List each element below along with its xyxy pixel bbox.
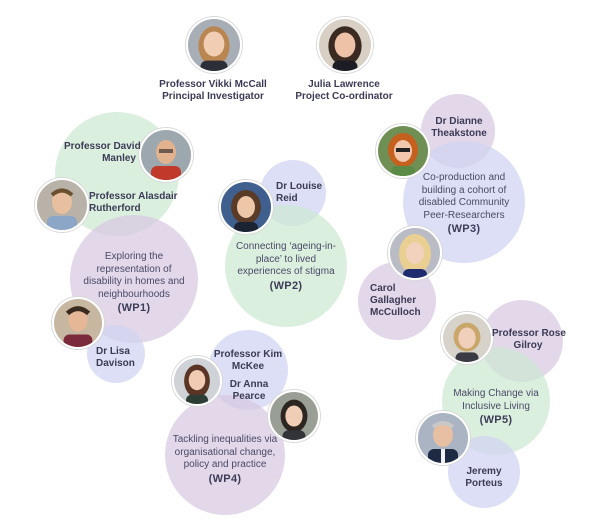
dianne-theakstone-label: Dr Dianne Theakstone [431, 116, 487, 139]
louise-reid-photo [219, 180, 273, 234]
louise-reid-label: Dr Louise Reid [276, 181, 323, 204]
lisa-davison-label: Dr Lisa Davison [96, 346, 135, 369]
wp4-code: (WP4) [208, 472, 242, 485]
anna-pearce-label: Dr Anna Pearce [229, 379, 269, 402]
wp1-code: (WP1) [117, 302, 151, 314]
wp5-description: Making Change via Inclusive Living (WP5) [446, 388, 546, 427]
jeremy-porteus-photo [416, 411, 470, 465]
lisa-davison-photo [52, 297, 104, 349]
wp3-code: (WP3) [447, 223, 481, 235]
rose-gilroy-label: Professor Rose Gilroy [492, 328, 566, 351]
david-manley-label: Professor David Manley [64, 141, 141, 164]
kim-mckee-label: Professor Kim McKee [213, 349, 283, 372]
wp4-circle [165, 395, 285, 515]
vikki-mccall-role: Principal Investigator [162, 91, 264, 102]
jeremy-porteus-label: Jeremy Porteus [465, 466, 503, 489]
rose-gilroy-photo [441, 312, 493, 364]
julia-lawrence-name: Julia Lawrence [308, 79, 380, 90]
wp2-description: Connecting ‘ageing-in- place’ to lived e… [230, 241, 342, 292]
alasdair-rutherford-photo [35, 178, 89, 232]
alasdair-rutherford-label: Professor Alasdair Rutherford [89, 191, 178, 214]
julia-lawrence-role: Project Co-ordinator [295, 91, 393, 102]
carol-gallagher-photo [388, 226, 442, 280]
vikki-mccall-name: Professor Vikki McCall [159, 79, 267, 90]
vikki-mccall-label: Professor Vikki McCall Principal Investi… [152, 79, 274, 103]
wp1-description: Exploring the representation of disabili… [74, 251, 194, 315]
carol-gallagher-label: Carol Gallagher McCulloch [370, 283, 421, 318]
wp4-description: Tackling inequalities via organisational… [167, 434, 283, 485]
julia-lawrence-photo [317, 17, 373, 73]
kim-mckee-photo [172, 356, 222, 406]
wp2-code: (WP2) [269, 279, 303, 292]
wp3-description: Co-production and building a cohort of d… [408, 172, 520, 236]
dianne-theakstone-photo [376, 124, 430, 178]
anna-pearce-photo [268, 390, 320, 442]
david-manley-photo [139, 128, 193, 182]
wp5-code: (WP5) [479, 414, 513, 426]
julia-lawrence-label: Julia Lawrence Project Co-ordinator [283, 79, 405, 103]
vikki-mccall-photo [186, 17, 242, 73]
